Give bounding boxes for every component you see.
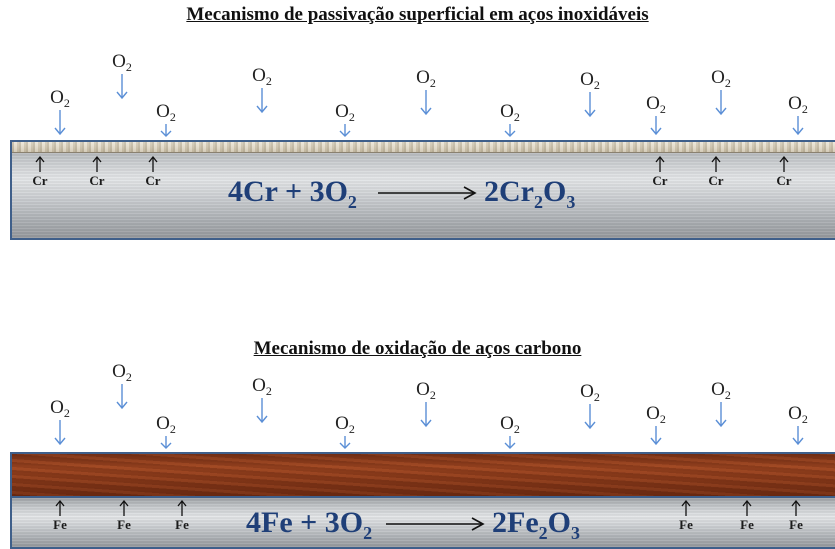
oxygen-molecule: O2: [778, 94, 818, 136]
up-arrow-icon: [55, 500, 65, 516]
down-arrow-icon: [584, 404, 596, 430]
oxygen-molecule: O2: [701, 380, 741, 428]
down-arrow-icon: [792, 116, 804, 136]
down-arrow-icon: [650, 426, 662, 446]
down-arrow-icon: [116, 74, 128, 100]
oxygen-molecule: O2: [406, 380, 446, 428]
iron-atom: Fe: [162, 500, 202, 532]
chromium-atom: Cr: [20, 156, 60, 188]
passivation-product: 2Cr2O3: [484, 175, 576, 212]
chromium-atom: Cr: [640, 156, 680, 188]
down-arrow-icon: [792, 426, 804, 446]
reaction-arrow-icon: [386, 517, 485, 531]
oxygen-molecule: O2: [570, 70, 610, 118]
oxygen-molecule: O2: [490, 414, 530, 450]
down-arrow-icon: [650, 116, 662, 136]
down-arrow-icon: [54, 420, 66, 446]
chromium-atom: Cr: [77, 156, 117, 188]
down-arrow-icon: [160, 436, 172, 449]
iron-atom: Fe: [40, 500, 80, 532]
down-arrow-icon: [584, 92, 596, 118]
down-arrow-icon: [715, 90, 727, 116]
oxygen-molecule: O2: [636, 404, 676, 446]
down-arrow-icon: [715, 402, 727, 428]
oxygen-molecule: O2: [490, 102, 530, 138]
oxygen-molecule: O2: [570, 382, 610, 430]
oxygen-molecule: O2: [242, 66, 282, 114]
passivation-title: Mecanismo de passivação superficial em a…: [186, 4, 649, 25]
oxidation-reactants: 4Fe + 3O2: [246, 506, 373, 543]
passivation-reactants: 4Cr + 3O2: [228, 175, 357, 212]
oxidation-product: 2Fe2O3: [492, 506, 580, 543]
up-arrow-icon: [119, 500, 129, 516]
oxygen-molecule: O2: [325, 102, 365, 138]
chromium-atom: Cr: [133, 156, 173, 188]
down-arrow-icon: [504, 436, 516, 449]
down-arrow-icon: [160, 124, 172, 137]
oxygen-molecule: O2: [406, 68, 446, 116]
up-arrow-icon: [92, 156, 102, 172]
carbon-steel-bar: [10, 496, 835, 549]
up-arrow-icon: [148, 156, 158, 172]
oxygen-molecule: O2: [778, 404, 818, 446]
down-arrow-icon: [116, 384, 128, 410]
up-arrow-icon: [35, 156, 45, 172]
oxygen-molecule: O2: [146, 414, 186, 450]
down-arrow-icon: [339, 124, 351, 137]
rust-layer: [10, 452, 835, 496]
iron-atom: Fe: [104, 500, 144, 532]
up-arrow-icon: [655, 156, 665, 172]
down-arrow-icon: [504, 124, 516, 137]
oxygen-molecule: O2: [40, 88, 80, 136]
down-arrow-icon: [339, 436, 351, 449]
oxygen-molecule: O2: [636, 94, 676, 136]
chromium-atom: Cr: [764, 156, 804, 188]
oxygen-molecule: O2: [102, 362, 142, 410]
up-arrow-icon: [711, 156, 721, 172]
oxygen-molecule: O2: [146, 102, 186, 138]
down-arrow-icon: [420, 402, 432, 428]
down-arrow-icon: [256, 398, 268, 424]
chromium-atom: Cr: [696, 156, 736, 188]
oxygen-molecule: O2: [325, 414, 365, 450]
down-arrow-icon: [256, 88, 268, 114]
iron-atom: Fe: [776, 500, 816, 532]
up-arrow-icon: [177, 500, 187, 516]
stainless-steel-bar: [10, 140, 835, 240]
oxidation-title: Mecanismo de oxidação de aços carbono: [253, 338, 582, 359]
iron-atom: Fe: [727, 500, 767, 532]
oxygen-molecule: O2: [102, 52, 142, 100]
chromium-oxide-film: [12, 142, 835, 153]
iron-atom: Fe: [666, 500, 706, 532]
reaction-arrow-icon: [378, 186, 477, 200]
oxygen-molecule: O2: [40, 398, 80, 446]
down-arrow-icon: [54, 110, 66, 136]
up-arrow-icon: [791, 500, 801, 516]
up-arrow-icon: [779, 156, 789, 172]
up-arrow-icon: [742, 500, 752, 516]
oxygen-molecule: O2: [242, 376, 282, 424]
oxygen-molecule: O2: [701, 68, 741, 116]
down-arrow-icon: [420, 90, 432, 116]
up-arrow-icon: [681, 500, 691, 516]
